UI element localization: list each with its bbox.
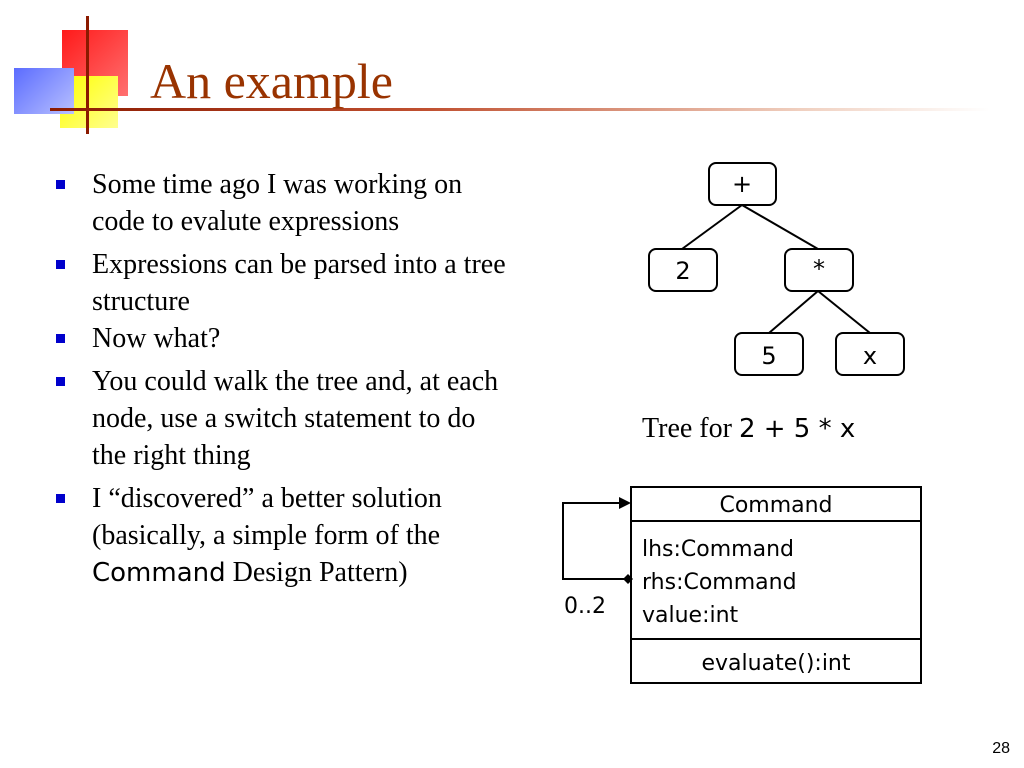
slide-logo bbox=[0, 0, 140, 140]
tree-node-label: * bbox=[813, 255, 825, 283]
tree-edge bbox=[741, 204, 819, 250]
bullet-code: Command bbox=[92, 558, 226, 588]
logo-vertical-line bbox=[86, 16, 89, 134]
uml-class-name: Command bbox=[719, 493, 832, 518]
uml-multiplicity: 0..2 bbox=[564, 594, 606, 619]
bullet-text: You could walk the tree and, at each nod… bbox=[92, 366, 499, 471]
arrow-head-icon bbox=[619, 497, 631, 509]
tree-node-right-right: x bbox=[835, 332, 905, 376]
caption-code: 2 + 5 * x bbox=[738, 414, 856, 444]
tree-node-label: 2 bbox=[675, 257, 690, 285]
bullet-item: Some time ago I was working on code to e… bbox=[52, 166, 512, 240]
bullet-item: I “discovered” a better solution (basica… bbox=[52, 480, 512, 592]
uml-method: evaluate():int bbox=[702, 651, 851, 676]
uml-class-box bbox=[630, 486, 922, 684]
bullet-text: Some time ago I was working on code to e… bbox=[92, 169, 463, 237]
tree-node-right-left: 5 bbox=[734, 332, 804, 376]
tree-caption: Tree for 2 + 5 * x bbox=[642, 409, 855, 449]
caption-text: Tree for bbox=[642, 413, 739, 444]
uml-attribute: lhs:Command bbox=[642, 537, 794, 562]
bullet-item: You could walk the tree and, at each nod… bbox=[52, 363, 512, 474]
page-number: 28 bbox=[992, 740, 1010, 757]
logo-blue-square bbox=[14, 68, 74, 114]
uml-self-association: 0..2 bbox=[562, 497, 633, 619]
uml-class-command: Command lhs:Command rhs:Command value:in… bbox=[630, 486, 922, 684]
tree-edge bbox=[817, 290, 871, 334]
bullet-text: Design Pattern) bbox=[225, 557, 408, 588]
tree-node-label: x bbox=[863, 342, 877, 370]
bullet-list: Some time ago I was working on code to e… bbox=[52, 166, 512, 598]
bullet-item: Now what? bbox=[52, 320, 512, 357]
tree-edges bbox=[681, 204, 871, 334]
association-line bbox=[562, 502, 631, 580]
uml-attribute: rhs:Command bbox=[642, 570, 797, 595]
tree-node-root: + bbox=[708, 162, 777, 206]
tree-edge bbox=[768, 290, 819, 334]
slide-title: An example bbox=[150, 53, 393, 109]
bullet-text: Now what? bbox=[92, 323, 221, 354]
bullet-text: Expressions can be parsed into a tree st… bbox=[92, 249, 506, 317]
tree-node-label: 5 bbox=[761, 342, 776, 370]
uml-attribute: value:int bbox=[642, 603, 739, 628]
tree-edge bbox=[681, 204, 743, 250]
title-underline bbox=[50, 108, 990, 111]
aggregation-diamond-icon bbox=[623, 574, 633, 584]
bullet-item: Expressions can be parsed into a tree st… bbox=[52, 246, 512, 320]
bullet-text: I “discovered” a better solution (basica… bbox=[92, 483, 442, 551]
tree-node-label: + bbox=[732, 170, 752, 198]
tree-node-right: * bbox=[784, 248, 854, 292]
tree-node-left: 2 bbox=[648, 248, 718, 292]
